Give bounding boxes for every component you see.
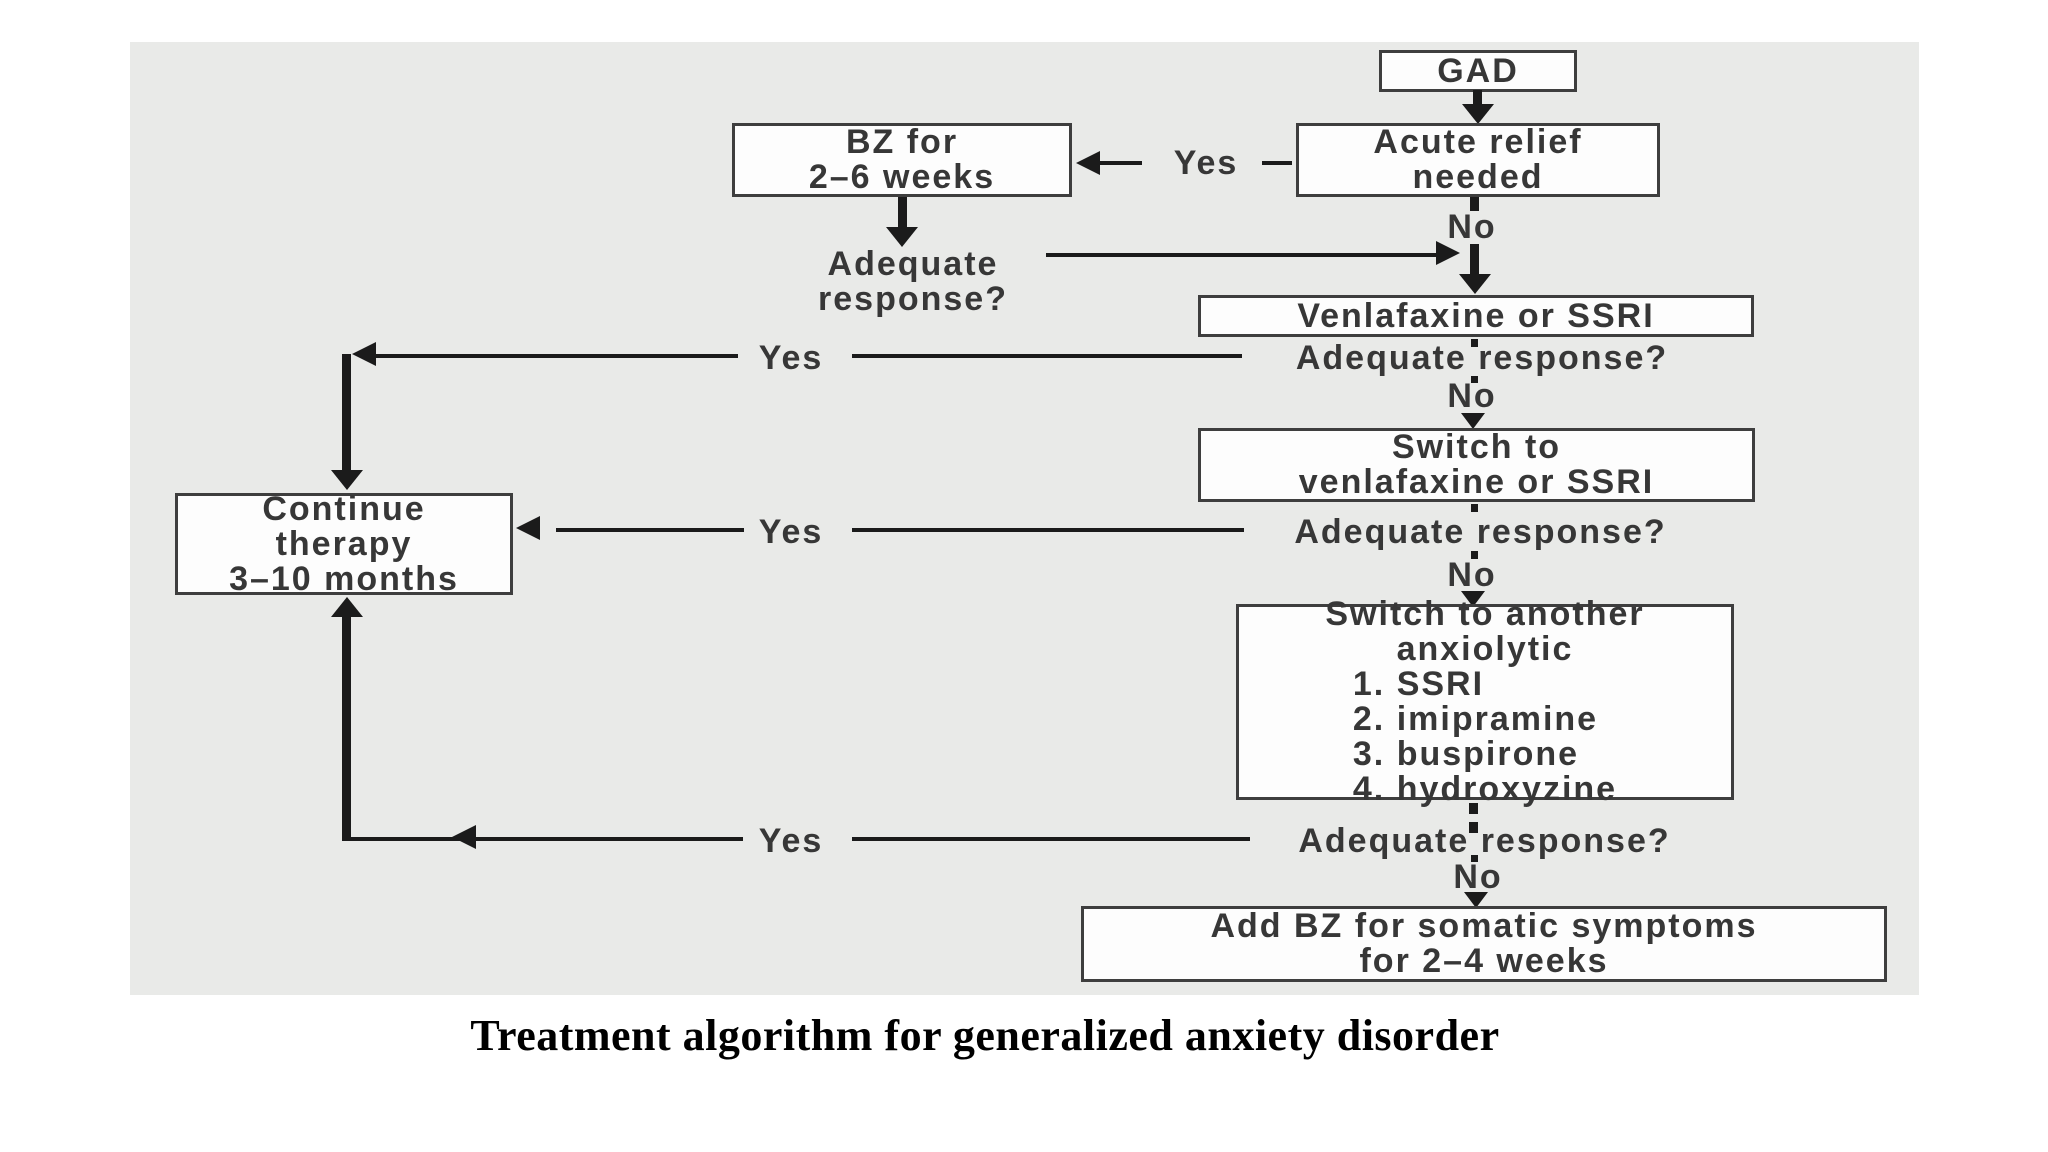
line-acute-to-yes bbox=[1262, 161, 1292, 165]
arrow-no-to-venlafaxine bbox=[1470, 244, 1479, 276]
add-bz-line2: for 2–4 weeks bbox=[1359, 942, 1609, 980]
arrowhead-merge-right bbox=[1436, 241, 1460, 265]
switch-venla-line2: venlafaxine or SSRI bbox=[1298, 463, 1655, 501]
arrowhead-bz-down bbox=[886, 227, 918, 247]
acute-relief-line1: Acute relief bbox=[1373, 123, 1583, 161]
switch-anxio-line2: anxiolytic bbox=[1396, 630, 1574, 668]
adequate-response-bz-label: Adequate response? bbox=[818, 245, 1008, 318]
switch-venla-line1: Switch to bbox=[1391, 428, 1562, 466]
anxiolytic-option-2: 2. imipramine bbox=[1352, 700, 1599, 738]
arrowhead-row3-left bbox=[452, 825, 476, 849]
arrowhead-row2-left bbox=[516, 516, 540, 540]
arrow-bz-down bbox=[898, 197, 907, 229]
dashed-connector-3b bbox=[1471, 855, 1478, 862]
merge-line-bz-to-main bbox=[1046, 253, 1438, 257]
no-label-1: No bbox=[1447, 377, 1497, 415]
line-row3-left bbox=[349, 837, 743, 841]
anxiolytic-options-list: 1. SSRI 2. imipramine 3. buspirone 4. hy… bbox=[1353, 667, 1617, 807]
no-label-acute: No bbox=[1447, 208, 1497, 246]
dashed-connector-1a bbox=[1471, 339, 1478, 347]
gad-label: GAD bbox=[1437, 51, 1519, 90]
add-bz-box: Add BZ for somatic symptoms for 2–4 week… bbox=[1081, 906, 1887, 982]
anxiolytic-option-1: 1. SSRI bbox=[1352, 665, 1485, 703]
flowchart-panel: GAD Acute relief needed Yes BZ for 2–6 w… bbox=[130, 42, 1919, 995]
line-row3-right bbox=[852, 837, 1250, 841]
venlafaxine-box: Venlafaxine or SSRI bbox=[1198, 295, 1754, 337]
bz-line1: BZ for bbox=[845, 123, 959, 161]
venlafaxine-label: Venlafaxine or SSRI bbox=[1297, 296, 1655, 335]
yes-label-1: Yes bbox=[758, 339, 824, 377]
acute-relief-line2: needed bbox=[1412, 158, 1544, 196]
figure-caption: Treatment algorithm for generalized anxi… bbox=[470, 1011, 1500, 1060]
switch-anxiolytic-box: Switch to another anxiolytic 1. SSRI 2. … bbox=[1236, 597, 1734, 807]
switch-venlafaxine-box: Switch to venlafaxine or SSRI bbox=[1198, 428, 1755, 502]
arrowhead-gad-to-acute bbox=[1462, 104, 1494, 124]
arrowhead-row1-left bbox=[352, 342, 376, 366]
adequate-response-label-3: Adequate response? bbox=[1298, 822, 1671, 860]
dashed-connector-2a bbox=[1471, 504, 1478, 513]
arrowhead-no-to-venlafaxine bbox=[1459, 274, 1491, 294]
arrowhead-no1-down bbox=[1461, 413, 1485, 429]
arrowhead-no2-down bbox=[1461, 591, 1485, 607]
acute-relief-box: Acute relief needed bbox=[1296, 123, 1660, 197]
adequate-response-label-1: Adequate response? bbox=[1295, 339, 1669, 377]
arrowhead-yes3-up bbox=[331, 597, 363, 617]
adequate-response-label-2: Adequate response? bbox=[1294, 513, 1667, 551]
add-bz-line1: Add BZ for somatic symptoms bbox=[1210, 907, 1758, 945]
dashed-connector-1b bbox=[1471, 376, 1478, 383]
arrow-yes1-down bbox=[342, 354, 351, 472]
no-label-3: No bbox=[1453, 858, 1503, 896]
gad-box: GAD bbox=[1379, 50, 1577, 92]
yes-label-top: Yes bbox=[1173, 144, 1239, 182]
no-label-2: No bbox=[1447, 556, 1497, 594]
yes-label-3: Yes bbox=[758, 822, 824, 860]
arrow-yes3-up bbox=[342, 615, 351, 841]
anxiolytic-option-4: 4. hydroxyzine bbox=[1352, 770, 1618, 808]
arrow-gad-to-acute bbox=[1473, 90, 1482, 106]
continue-line2: therapy bbox=[275, 524, 413, 563]
arrowhead-yes-to-bz bbox=[1076, 151, 1100, 175]
bz-line2: 2–6 weeks bbox=[808, 158, 996, 196]
line-row2-left bbox=[556, 528, 744, 532]
stub-acute-to-no bbox=[1470, 197, 1479, 211]
continue-therapy-box: Continue therapy 3–10 months bbox=[175, 489, 513, 598]
continue-line3: 3–10 months bbox=[229, 559, 459, 598]
arrowhead-no3-down bbox=[1464, 892, 1488, 908]
bz-box: BZ for 2–6 weeks bbox=[732, 123, 1072, 197]
continue-line1: Continue bbox=[262, 489, 426, 528]
line-row1-left bbox=[366, 354, 738, 358]
arrowhead-yes1-down bbox=[331, 470, 363, 490]
line-row2-right bbox=[852, 528, 1244, 532]
dashed-connector-3a bbox=[1469, 803, 1478, 834]
switch-anxio-line1: Switch to another bbox=[1325, 595, 1645, 633]
line-row1-right bbox=[852, 354, 1242, 358]
line-yes-to-bz bbox=[1098, 161, 1142, 165]
anxiolytic-option-3: 3. buspirone bbox=[1352, 735, 1580, 773]
dashed-connector-2b bbox=[1471, 551, 1478, 559]
yes-label-2: Yes bbox=[758, 513, 824, 551]
